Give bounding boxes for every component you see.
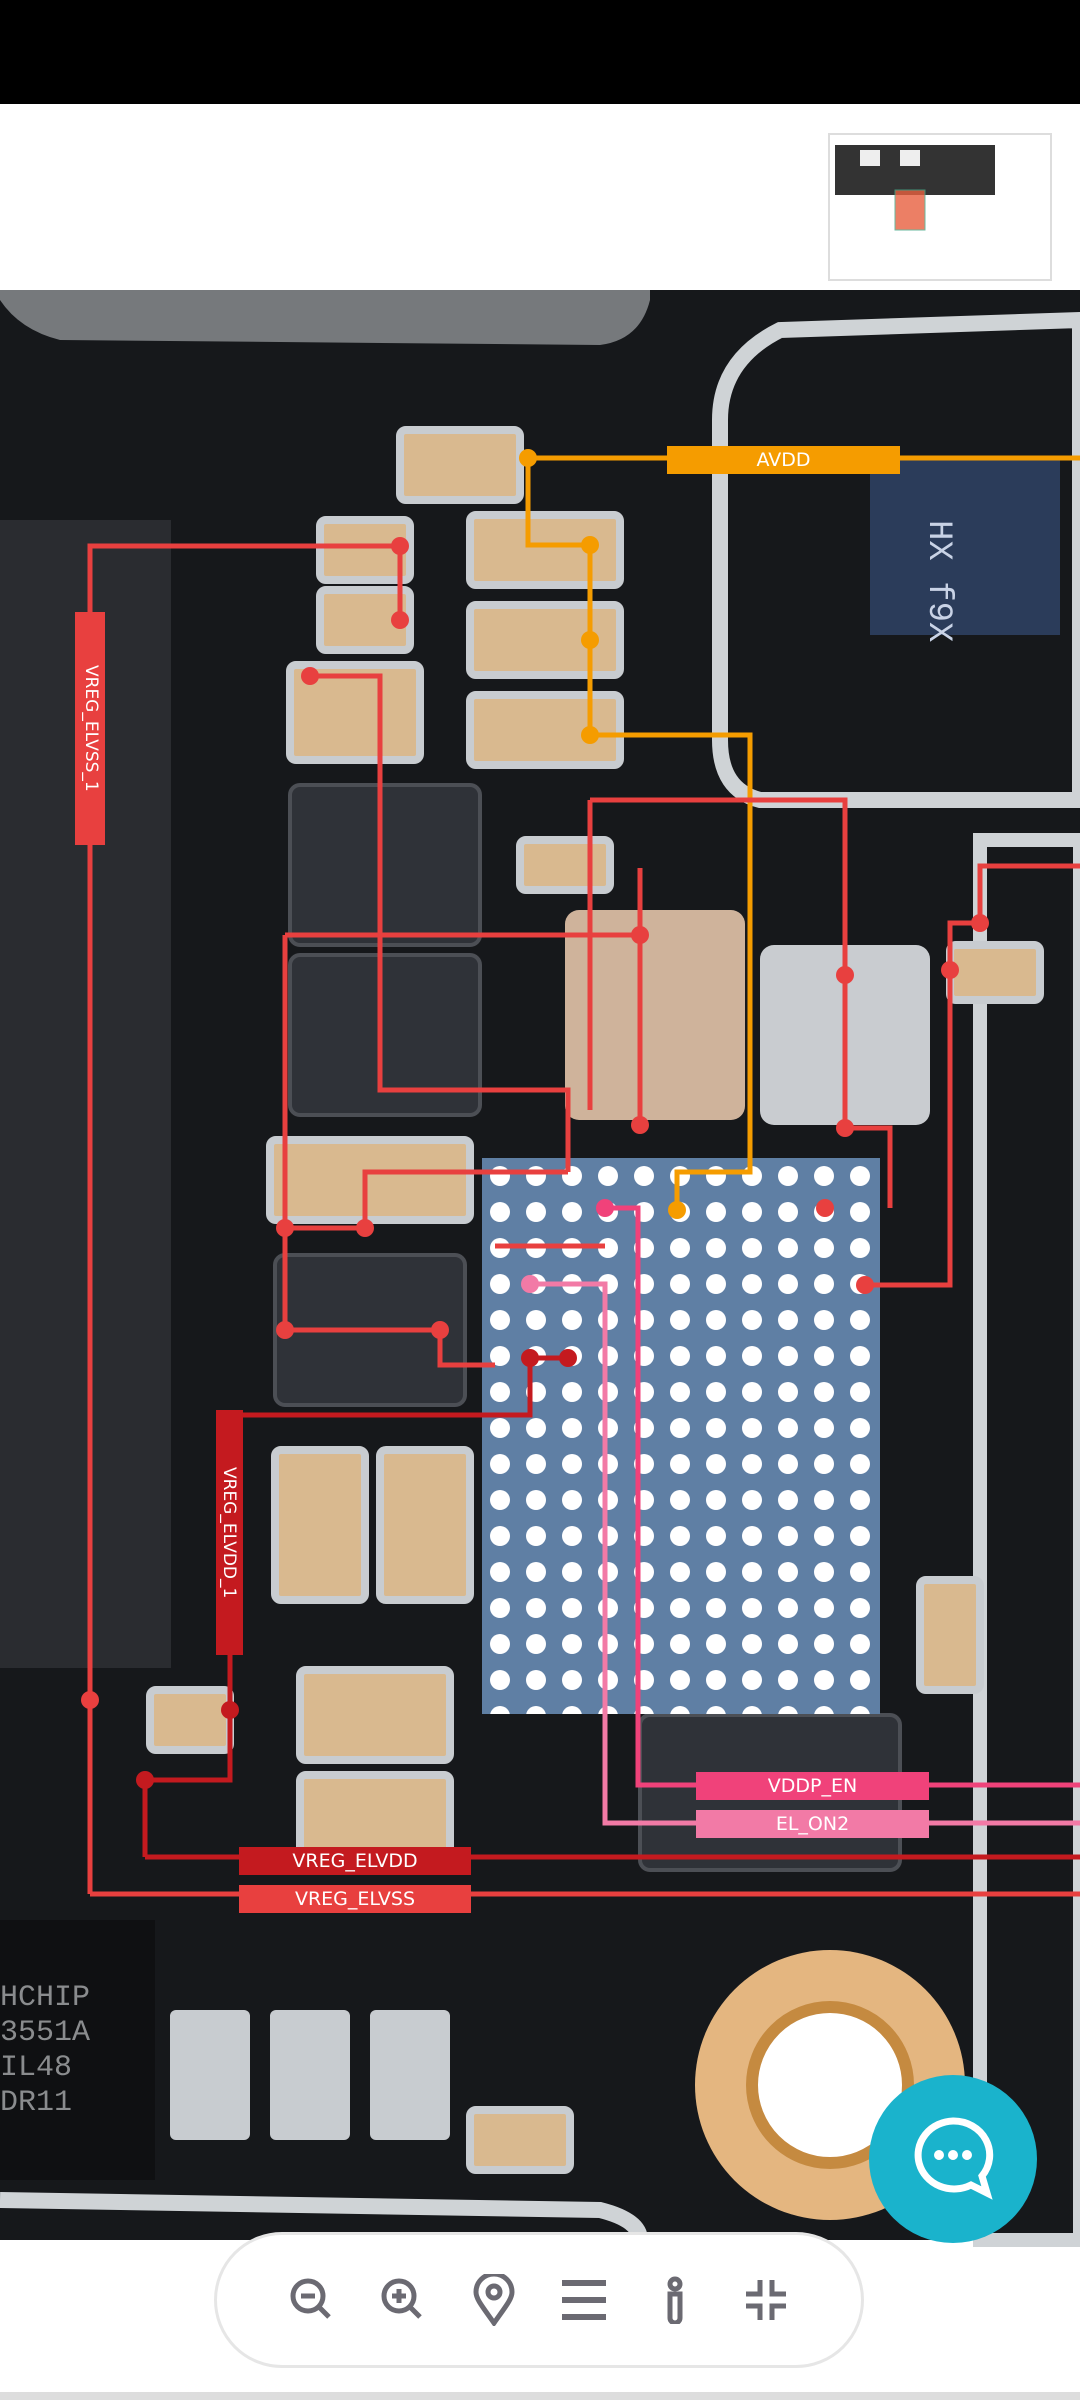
svg-text:HX f9X: HX f9X [919, 520, 957, 642]
svg-text:3551A: 3551A [0, 2016, 90, 2050]
ic-top-right [870, 460, 1060, 635]
label-vreg-elvss-1[interactable]: VREG_ELVSS_1 [75, 612, 105, 845]
zoom-out-button[interactable] [282, 2270, 342, 2330]
navigation-bar [0, 2392, 1080, 2400]
label-vreg-elvdd[interactable]: VREG_ELVDD [239, 1847, 471, 1875]
exit-fullscreen-icon [745, 2280, 786, 2320]
svg-text:DR11: DR11 [0, 2086, 72, 2120]
label-vreg-elvss[interactable]: VREG_ELVSS [239, 1885, 471, 1913]
chat-button[interactable] [869, 2075, 1037, 2243]
minimap-viewport[interactable] [894, 189, 926, 231]
label-avdd[interactable]: AVDD [667, 446, 900, 474]
menu-icon [562, 2280, 607, 2320]
zoom-in-icon [381, 2278, 422, 2319]
zoom-in-button[interactable] [373, 2270, 433, 2330]
location-pin-icon [473, 2274, 515, 2326]
info-button[interactable] [645, 2270, 705, 2330]
minimap[interactable] [828, 133, 1052, 281]
zoom-out-icon [290, 2278, 332, 2319]
exit-fullscreen-button[interactable] [736, 2270, 796, 2330]
svg-text:HCHIP: HCHIP [0, 1981, 90, 2015]
status-bar [0, 0, 1080, 104]
label-vreg-elvdd-1[interactable]: VREG_ELVDD_1 [216, 1410, 243, 1655]
menu-button[interactable] [554, 2270, 614, 2330]
info-icon [667, 2276, 683, 2324]
trace-vreg-elvss-1 [87, 543, 403, 1894]
bottom-toolbar [214, 2232, 864, 2368]
label-el-on2[interactable]: EL_ON2 [696, 1810, 929, 1838]
svg-text:IL48: IL48 [0, 2051, 72, 2085]
ic-left-bottom [0, 1920, 155, 2180]
label-vddp-en[interactable]: VDDP_EN [696, 1772, 929, 1800]
location-button[interactable] [464, 2270, 524, 2330]
chat-bubble-icon [914, 2117, 994, 2200]
